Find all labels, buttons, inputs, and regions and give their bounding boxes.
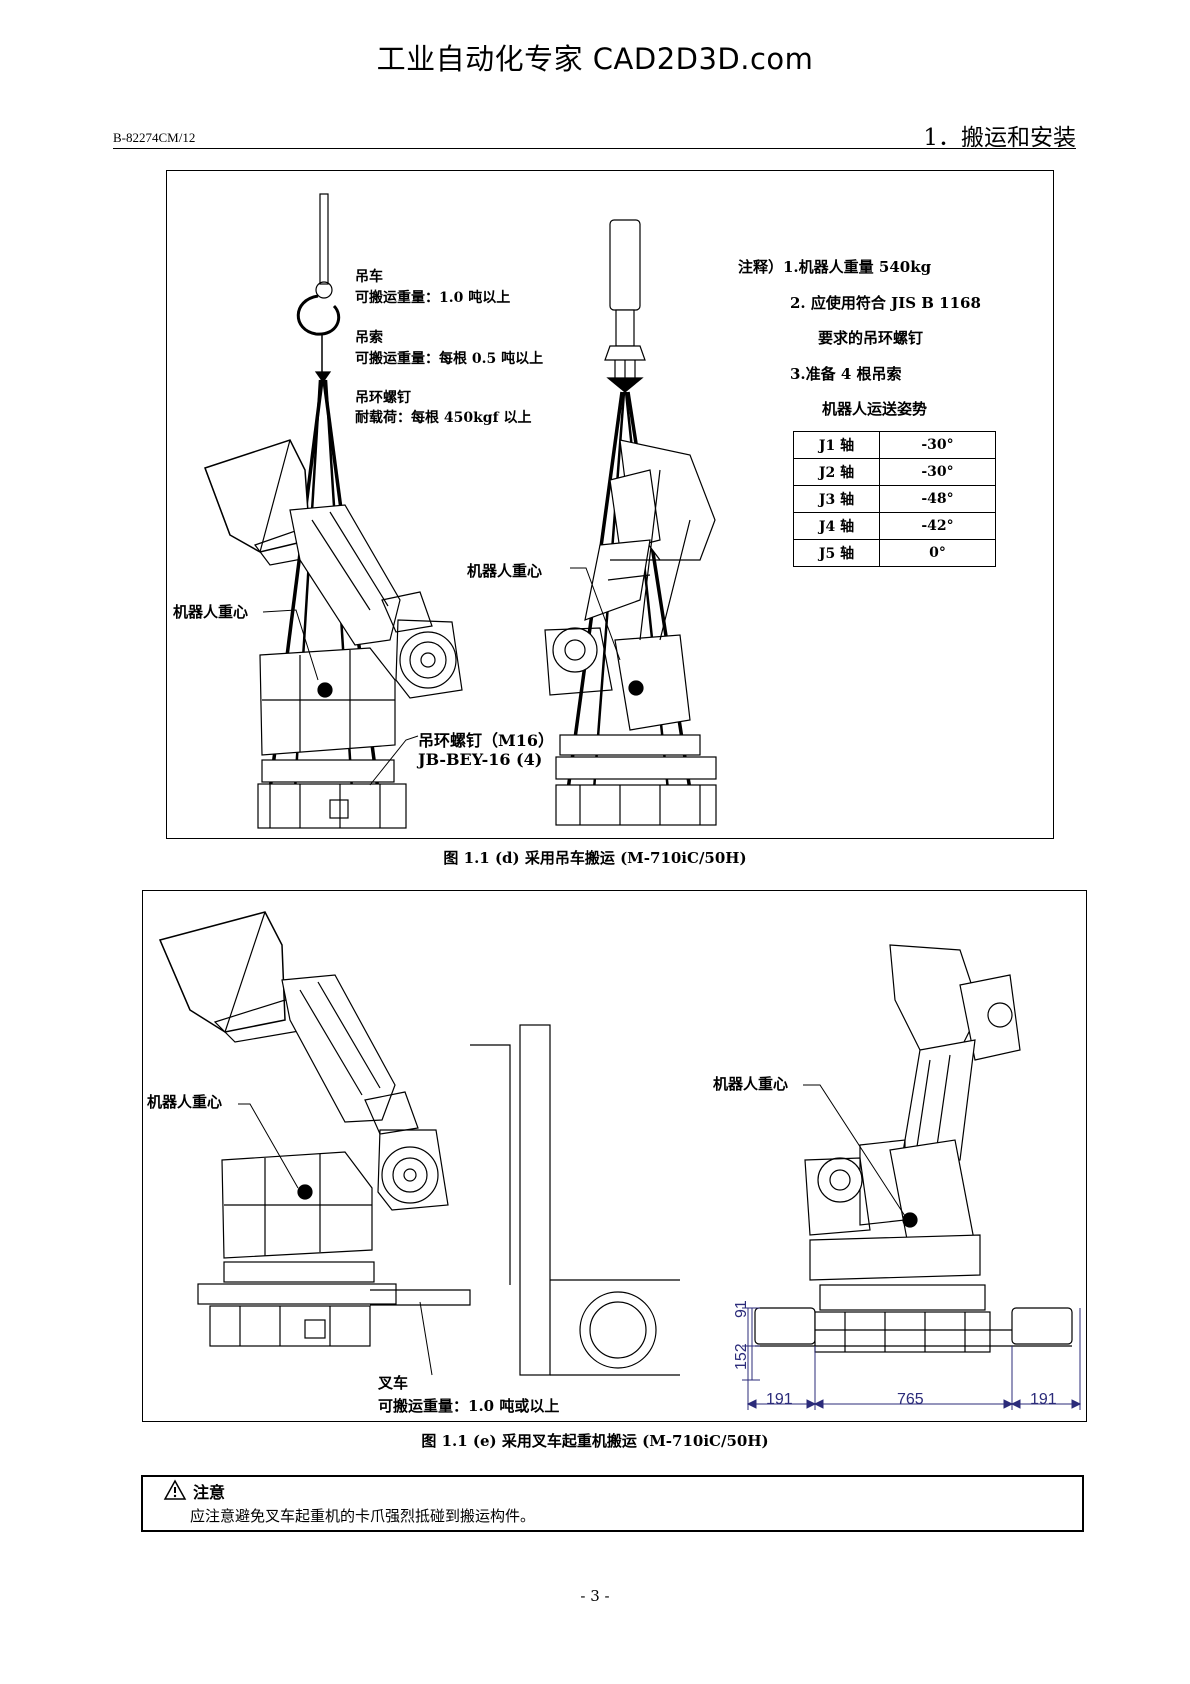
crane-hook-right xyxy=(604,219,646,393)
forklift xyxy=(370,1024,680,1376)
dim-91: 91 xyxy=(733,1300,750,1318)
note-eyebolt-standard-cont: 要求的吊环螺钉 xyxy=(818,329,924,347)
label-sling-capacity: 可搬运重量：每根 0.5 吨以上 xyxy=(355,351,544,367)
figure-e-frame xyxy=(142,890,1087,1422)
label-cog-right-e: 机器人重心 xyxy=(713,1075,789,1093)
pose-axis: J1 轴 xyxy=(793,431,880,459)
note-slings: 3.准备 4 根吊索 xyxy=(790,365,902,383)
label-cog-right: 机器人重心 xyxy=(467,562,543,580)
dim-765: 765 xyxy=(897,1391,924,1408)
pose-angle: -42° xyxy=(879,512,996,540)
dim-191-right: 191 xyxy=(1030,1391,1057,1408)
pose-angle: -48° xyxy=(879,485,996,513)
pose-axis: J2 轴 xyxy=(793,458,880,486)
watermark: 工业自动化专家 CAD2D3D.com xyxy=(376,42,814,76)
pose-table-title: 机器人运送姿势 xyxy=(822,400,928,418)
label-crane-capacity: 可搬运重量：1.0 吨以上 xyxy=(355,290,511,306)
label-forklift-capacity: 可搬运重量：1.0 吨或以上 xyxy=(378,1397,560,1415)
document-id: B-82274CM/12 xyxy=(113,130,196,145)
pose-angle: 0° xyxy=(879,539,996,567)
figure-e-caption: 图 1.1 (e) 采用叉车起重机搬运 (M-710iC/50H) xyxy=(421,1432,769,1450)
pose-axis: J5 轴 xyxy=(793,539,880,567)
label-crane: 吊车 xyxy=(355,269,383,285)
page-number: - 3 - xyxy=(580,1587,610,1605)
label-eyebolt: 吊环螺钉 xyxy=(355,390,411,406)
note-eyebolt-standard: 2. 应使用符合 JIS B 1168 xyxy=(790,294,981,312)
label-eyebolt-spec: 吊环螺钉（M16） xyxy=(418,731,554,750)
label-forklift: 叉车 xyxy=(378,1374,409,1392)
figure-d-caption: 图 1.1 (d) 采用吊车搬运 (M-710iC/50H) xyxy=(443,849,747,867)
table-row: J4 轴-42° xyxy=(793,512,996,540)
pose-table: J1 轴-30° J2 轴-30° J3 轴-48° J4 轴-42° J5 轴… xyxy=(793,431,996,567)
caution-title: 注意 xyxy=(193,1483,226,1502)
label-cog-left-e: 机器人重心 xyxy=(147,1093,223,1111)
warning-icon xyxy=(163,1479,187,1500)
label-eyebolt-load: 耐载荷：每根 450kgf 以上 xyxy=(355,410,532,426)
table-row: J2 轴-30° xyxy=(793,458,996,486)
label-cog-left: 机器人重心 xyxy=(173,603,249,621)
dim-152: 152 xyxy=(733,1343,750,1370)
crane-hook-left xyxy=(296,193,340,384)
figure-d-frame xyxy=(166,170,1054,839)
dim-191-left: 191 xyxy=(766,1391,793,1408)
chapter-title: 1．搬运和安装 xyxy=(923,125,1076,151)
note-robot-weight: 注释）1.机器人重量 540kg xyxy=(738,258,932,276)
caution-text: 应注意避免叉车起重机的卡爪强烈抵碰到搬运构件。 xyxy=(190,1507,536,1525)
label-sling: 吊索 xyxy=(355,330,383,346)
header-rule xyxy=(113,148,1076,149)
caution-box xyxy=(141,1475,1084,1532)
pose-axis: J4 轴 xyxy=(793,512,880,540)
pose-angle: -30° xyxy=(879,458,996,486)
label-eyebolt-part: JB-BEY-16 (4) xyxy=(418,750,543,769)
